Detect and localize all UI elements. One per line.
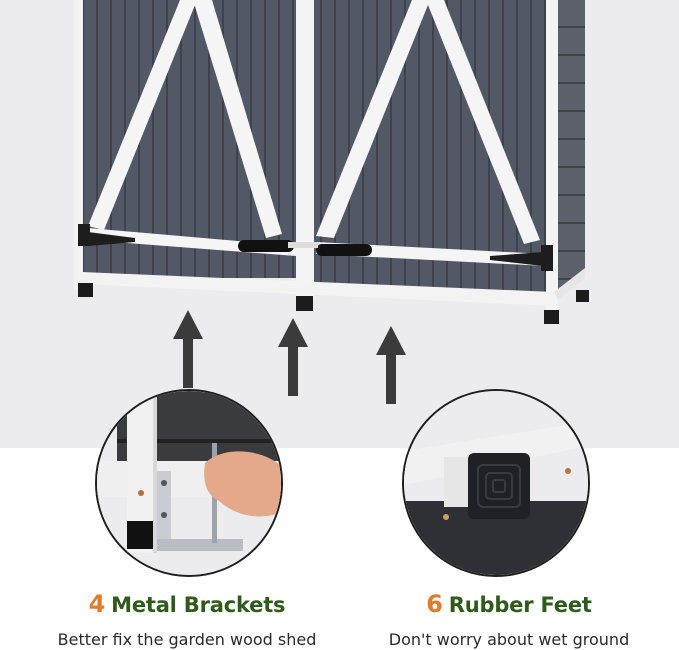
arrow-up-icon	[376, 326, 406, 404]
arrow-up-icon	[278, 318, 308, 396]
arrow-up-icon	[173, 310, 203, 388]
feature-description: Better fix the garden wood shed	[57, 630, 317, 649]
feature-count: 4	[88, 590, 106, 618]
metal-bracket-detail-image	[95, 389, 283, 577]
shed-illustration	[78, 0, 589, 324]
shed-side-wall	[558, 0, 585, 292]
rubber-feet-detail-image	[402, 389, 590, 577]
feature-count: 6	[426, 590, 443, 618]
feature-description: Don't worry about wet ground	[388, 630, 630, 649]
